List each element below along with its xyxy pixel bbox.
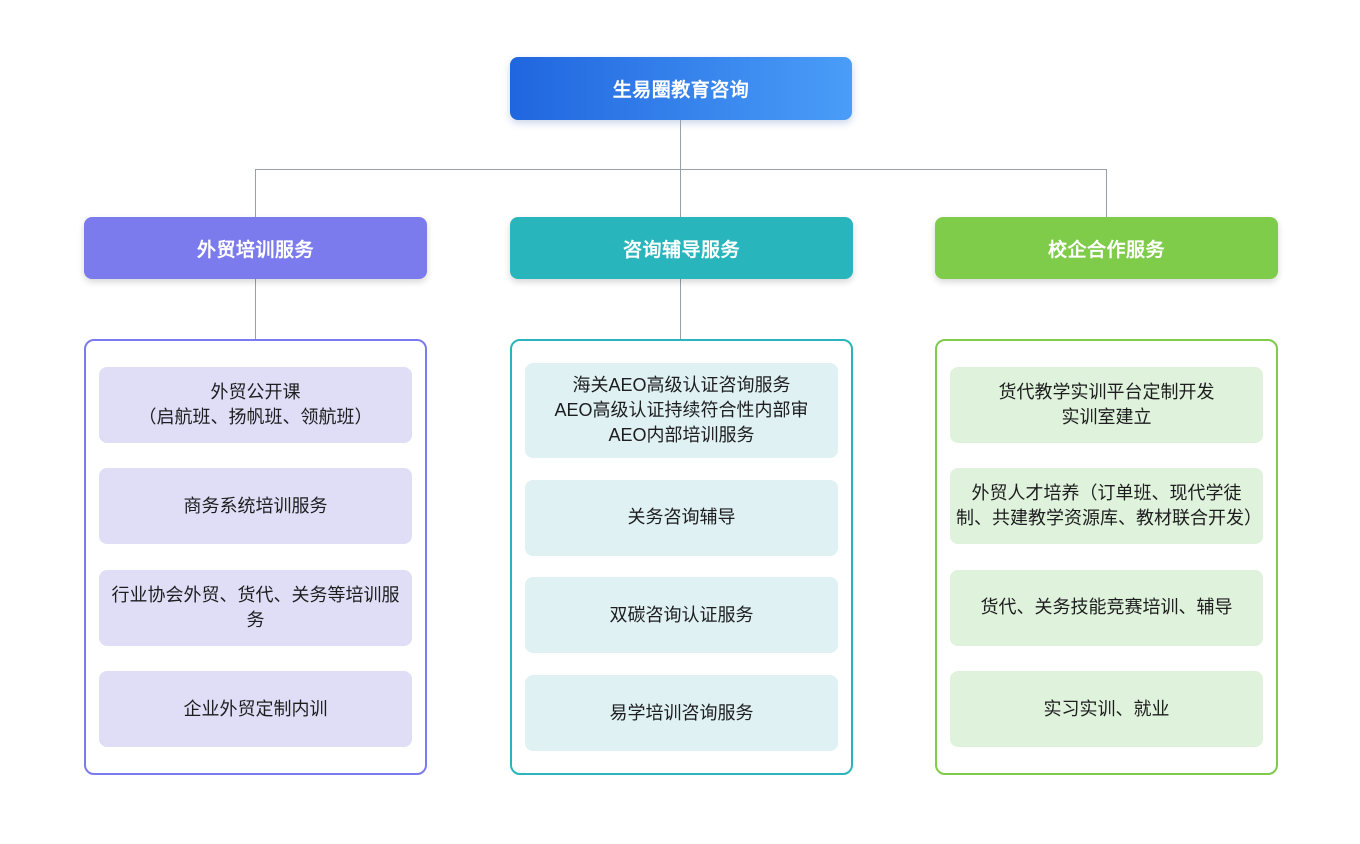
branch-header-label: 咨询辅导服务 [622, 239, 740, 261]
connector-branch-2-container [680, 279, 681, 339]
branch-container-consulting-coaching: 海关AEO高级认证咨询服务 AEO高级认证持续符合性内部审 AEO内部培训服务 … [510, 339, 853, 775]
branch-header-school-enterprise-cooperation: 校企合作服务 [935, 217, 1278, 279]
tree-item: 外贸公开课 （启航班、扬帆班、领航班） [99, 366, 412, 443]
connector-horizontal [255, 169, 1107, 170]
branch-header-label: 校企合作服务 [1047, 239, 1165, 261]
connector-drop-branch-1 [255, 169, 256, 217]
tree-item: 实习实训、就业 [950, 671, 1263, 748]
tree-item: 关务咨询辅导 [525, 479, 838, 556]
connector-root-vertical [680, 120, 681, 169]
branch-header-label: 外贸培训服务 [196, 239, 314, 261]
branch-container-school-enterprise-cooperation: 货代教学实训平台定制开发 实训室建立 外贸人才培养（订单班、现代学徒制、共建教学… [935, 339, 1278, 775]
branch-header-consulting-coaching: 咨询辅导服务 [510, 217, 853, 279]
root-node: 生易圈教育咨询 [510, 57, 852, 120]
tree-item: 行业协会外贸、货代、关务等培训服务 [99, 569, 412, 646]
tree-item: 货代教学实训平台定制开发 实训室建立 [950, 366, 1263, 443]
connector-branch-1-container [255, 279, 256, 339]
tree-item: 海关AEO高级认证咨询服务 AEO高级认证持续符合性内部审 AEO内部培训服务 [525, 362, 838, 458]
tree-item: 货代、关务技能竞赛培训、辅导 [950, 569, 1263, 646]
tree-item: 外贸人才培养（订单班、现代学徒制、共建教学资源库、教材联合开发） [950, 468, 1263, 545]
tree-item: 易学培训咨询服务 [525, 675, 838, 752]
branch-header-foreign-trade-training: 外贸培训服务 [84, 217, 427, 279]
connector-drop-branch-3 [1106, 169, 1107, 217]
branch-container-foreign-trade-training: 外贸公开课 （启航班、扬帆班、领航班） 商务系统培训服务 行业协会外贸、货代、关… [84, 339, 427, 775]
root-node-label: 生易圈教育咨询 [612, 80, 750, 101]
connector-drop-branch-2 [680, 169, 681, 217]
tree-item: 双碳咨询认证服务 [525, 577, 838, 654]
tree-item: 企业外贸定制内训 [99, 671, 412, 748]
tree-item: 商务系统培训服务 [99, 468, 412, 545]
